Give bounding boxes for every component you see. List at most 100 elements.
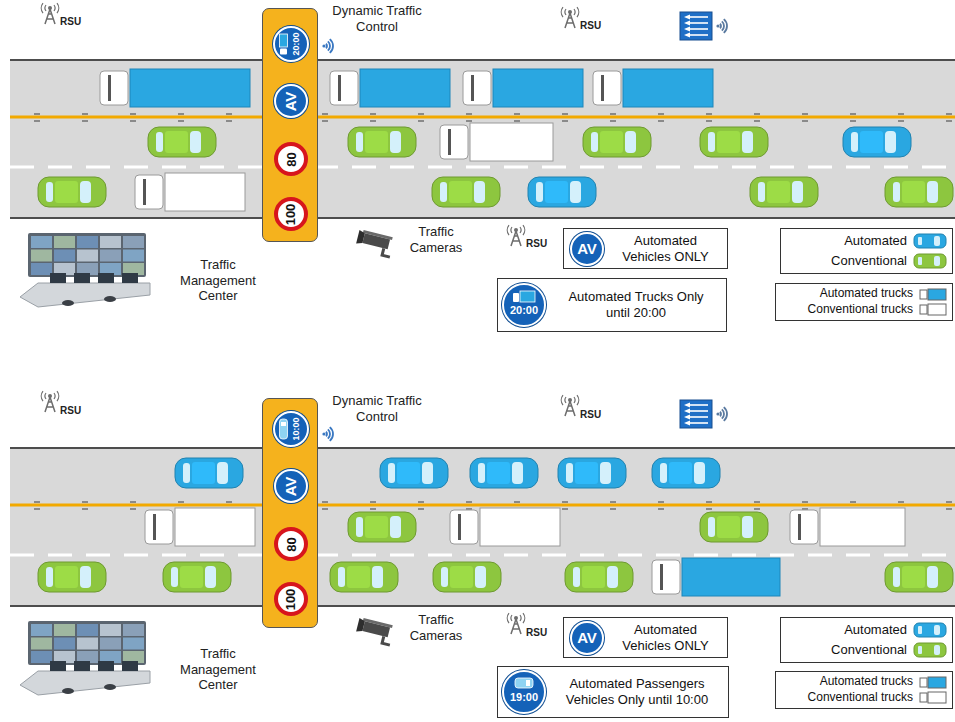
car-windshield xyxy=(217,462,228,484)
rsu-antenna xyxy=(41,3,59,24)
lane-tick xyxy=(802,501,808,503)
lane-tick xyxy=(178,120,184,122)
car-rear-window xyxy=(441,567,448,587)
cab-window xyxy=(471,75,474,101)
road-edge xyxy=(10,447,955,449)
car-windshield xyxy=(390,131,401,153)
wireless-wave xyxy=(326,44,327,49)
car-roof xyxy=(600,131,623,153)
car-rear-window xyxy=(708,517,715,537)
car-body xyxy=(38,562,106,592)
rsu-top xyxy=(568,10,572,14)
lane-sign-panel xyxy=(680,12,712,40)
car-rear-window xyxy=(708,132,715,152)
car-windshield xyxy=(742,131,753,153)
truck-cab xyxy=(135,175,163,209)
lane-tick xyxy=(850,120,856,122)
car-roof xyxy=(397,462,420,484)
wall-monitor xyxy=(54,638,75,650)
wireless-dot xyxy=(716,412,719,415)
car-windshield xyxy=(372,566,383,588)
av-lane-sign: AV xyxy=(274,469,308,503)
car-windshield xyxy=(927,181,938,203)
lane-tick xyxy=(130,120,136,122)
camera-body xyxy=(362,233,390,249)
car-rear-window xyxy=(46,567,53,587)
legend-sample xyxy=(913,252,947,270)
icon-car-window xyxy=(281,422,286,426)
rsu-mast xyxy=(565,13,575,28)
lane-arrow-head xyxy=(684,402,690,407)
rsu-mast xyxy=(45,9,55,24)
lane-tick xyxy=(898,113,904,115)
lane-direction-sign xyxy=(680,400,712,428)
lane-tick xyxy=(82,120,88,122)
lane-direction-sign xyxy=(680,12,712,40)
car-roof xyxy=(449,181,472,203)
sign-text: AV xyxy=(283,476,298,496)
legend-box: Automated trucksConventional trucks xyxy=(775,671,953,709)
conventional-truck xyxy=(450,508,560,546)
lane-arrow-shaft xyxy=(689,28,708,30)
lane-tick xyxy=(610,113,616,115)
automated-car xyxy=(528,177,596,207)
lane-tick xyxy=(370,501,376,503)
speed-limit-sign: 80 xyxy=(274,527,308,561)
car-body xyxy=(583,127,651,157)
rsu-mast xyxy=(45,397,55,412)
sign-text: AV xyxy=(283,91,298,111)
car-rear-window xyxy=(758,182,765,202)
sign-text: 19:00 xyxy=(510,692,538,703)
car-rear-window xyxy=(660,463,667,483)
rsu-label: RSU xyxy=(526,627,547,639)
car-windshield xyxy=(390,516,401,538)
lane-tick xyxy=(178,113,184,115)
rsu-top xyxy=(48,6,52,10)
lane-tick xyxy=(562,501,568,503)
legend-entry: Automated trucks xyxy=(781,675,947,689)
conventional-car xyxy=(583,127,651,157)
rsu-mast xyxy=(511,619,521,634)
car-rear-window xyxy=(851,132,858,152)
wall-monitor xyxy=(31,638,52,650)
lane-tick xyxy=(658,501,664,503)
wall-monitor xyxy=(123,236,144,248)
desk-monitor xyxy=(50,273,66,283)
car-rear-window xyxy=(46,182,53,202)
icon-car-body xyxy=(515,678,533,688)
wireless-wave xyxy=(330,39,333,53)
rsu-waves xyxy=(561,7,579,17)
rsu-label: RSU xyxy=(580,409,601,421)
conventional-car xyxy=(38,562,106,592)
lane-arrow-shaft xyxy=(689,34,708,36)
sample-truck-cab xyxy=(920,678,927,687)
sample-car-window xyxy=(934,256,940,266)
legend-entry: Automated trucks xyxy=(781,287,947,301)
car-windshield xyxy=(607,566,618,588)
sample-truck-cab xyxy=(920,693,927,702)
conventional-car xyxy=(348,512,416,542)
wireless-dot xyxy=(322,44,325,47)
car-rear-window xyxy=(356,517,363,537)
wireless-wave xyxy=(326,432,327,437)
lane-tick xyxy=(514,120,520,122)
truck-cab xyxy=(652,560,680,594)
conventional-car xyxy=(433,562,501,592)
car-roof xyxy=(180,566,203,588)
wall-monitor xyxy=(100,624,121,636)
cab-window xyxy=(448,129,451,155)
car-roof xyxy=(545,181,568,203)
car-windshield xyxy=(512,462,523,484)
conventional-car xyxy=(432,177,500,207)
lane-tick xyxy=(130,501,136,503)
lane-tick xyxy=(370,120,376,122)
car-windshield xyxy=(927,566,938,588)
lane-tick xyxy=(34,113,40,115)
car-body xyxy=(565,562,633,592)
automated-car xyxy=(470,458,538,488)
icon-car-window xyxy=(526,680,530,686)
lane-arrow-head xyxy=(684,32,690,37)
wireless-wave xyxy=(724,407,727,421)
